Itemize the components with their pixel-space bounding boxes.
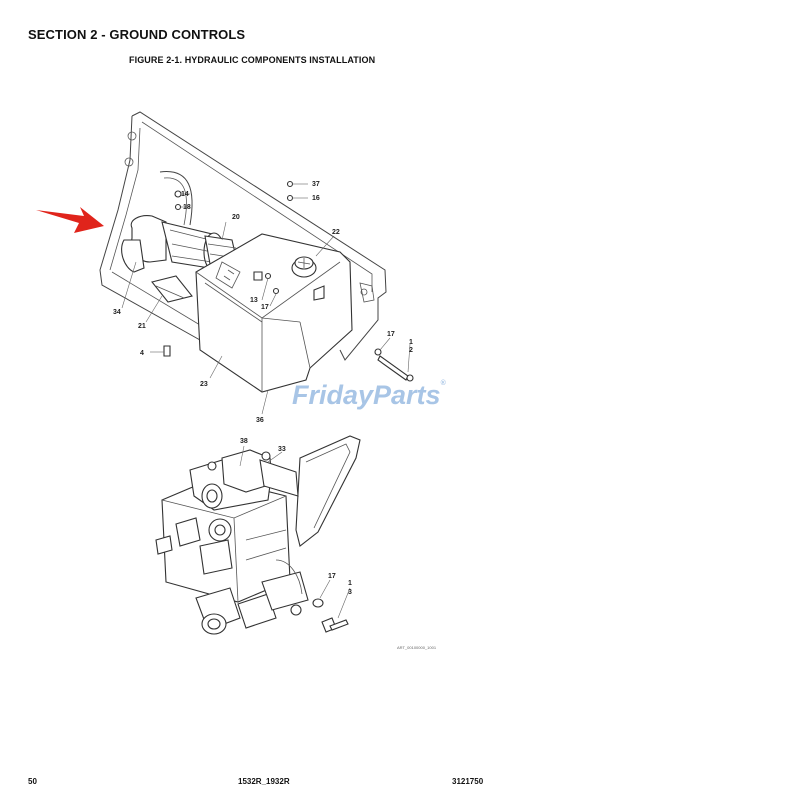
callout-1-lower: 1 (348, 580, 352, 587)
valve-manifold (155, 449, 299, 603)
callout-16: 16 (312, 195, 320, 202)
valve-bracket (295, 435, 361, 547)
callout-34: 34 (113, 309, 121, 316)
callout-3: 3 (348, 589, 352, 596)
red-arrow-icon (36, 207, 104, 233)
callout-2: 2 (409, 347, 413, 354)
callout-20: 20 (232, 214, 240, 221)
section-title: SECTION 2 - GROUND CONTROLS (28, 27, 246, 42)
callout-36: 36 (256, 417, 264, 424)
callout-13: 13 (250, 297, 258, 304)
callout-37: 37 (312, 181, 320, 188)
coil-valve (195, 559, 309, 635)
figure-title: FIGURE 2-1. HYDRAULIC COMPONENTS INSTALL… (129, 55, 376, 65)
registered-mark: ® (440, 380, 446, 387)
callout-17-upper: 17 (261, 304, 269, 311)
hose (159, 171, 193, 226)
callout-4: 4 (140, 350, 144, 357)
callout-21: 21 (138, 323, 146, 330)
callout-38: 38 (240, 438, 248, 445)
bracket (151, 275, 193, 303)
callout-33: 33 (278, 446, 286, 453)
footer-doc-number: 3121750 (452, 777, 484, 786)
footer-model: 1532R_1932R (238, 777, 290, 786)
callout-18: 18 (183, 204, 191, 211)
footer-page-number: 50 (28, 777, 37, 786)
filler-cap (291, 256, 317, 278)
callout-17-right: 17 (387, 331, 395, 338)
watermark-text: FridayParts (292, 380, 441, 410)
watermark: FridayParts® (292, 380, 446, 411)
callout-23: 23 (200, 381, 208, 388)
callout-22: 22 (332, 229, 340, 236)
art-id: ART_00100000_1001 (397, 645, 437, 650)
callout-1-upper: 1 (409, 339, 413, 346)
mounting-plate (99, 111, 387, 361)
callout-17-lower: 17 (328, 573, 336, 580)
callout-14: 14 (181, 191, 189, 198)
